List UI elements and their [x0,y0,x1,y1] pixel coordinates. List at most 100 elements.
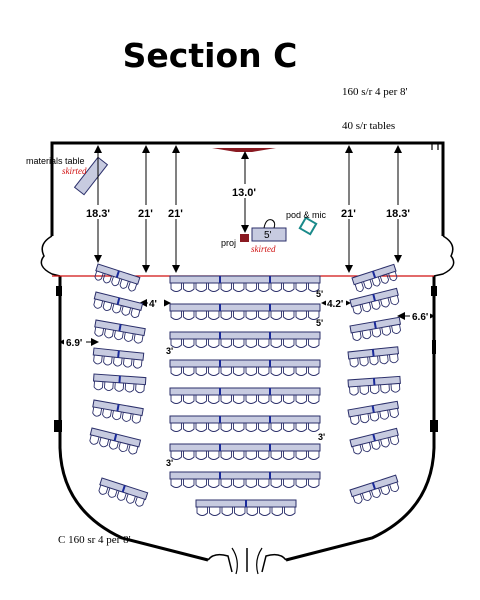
center-table-row [169,443,321,460]
chair [258,423,270,432]
dim-row-gap-b: 5' [316,318,323,328]
projector-label: proj [221,238,236,248]
chair [308,283,320,292]
chair [363,279,373,290]
table-seam [372,433,376,442]
table [169,275,321,284]
chair [195,283,207,292]
chair [245,339,257,348]
chair [208,479,220,488]
chair [258,479,270,488]
table-seam [371,405,375,413]
chair [370,439,381,450]
table [169,359,321,368]
chair [283,339,295,348]
chair [391,324,401,334]
chair [371,276,381,287]
center-table-row [169,359,321,376]
chair [195,479,207,488]
chair [380,384,390,394]
stage-table-handle [263,219,276,229]
chair [258,395,270,404]
chair [283,479,295,488]
tables-note: 40 s/r tables [342,120,396,132]
chair [379,273,390,284]
chair [245,395,257,404]
chair [295,367,307,376]
right-table-row [349,316,402,341]
chair [369,355,379,366]
chair [104,381,114,391]
chair [107,487,118,498]
chair [135,383,145,394]
center-table-row [169,275,321,292]
chair [208,311,220,320]
chair [131,413,142,424]
chair [349,357,359,368]
chair [361,302,372,313]
chair [245,451,257,460]
chair [233,423,245,432]
chair [183,339,195,348]
chair [93,381,104,391]
chair [209,507,221,516]
dim-left-side: 6.9' [66,338,82,349]
chair [259,507,271,516]
chair [170,423,182,432]
right-table-row [349,474,400,504]
tables-layer [89,263,402,516]
chair [270,395,282,404]
chair [389,481,400,492]
left-table-row [94,319,146,344]
chair [245,283,257,292]
chair [111,410,122,421]
table-seam [371,270,377,279]
chair [308,311,320,320]
center-table-row [169,331,321,348]
chair [93,298,104,309]
center-table-row [169,303,321,320]
chair [208,283,220,292]
chair [233,395,245,404]
table [169,331,321,340]
chair [170,395,182,404]
wall-posts [54,286,438,432]
chair [308,339,320,348]
podium [298,216,318,236]
table-seam [117,350,120,358]
chair [121,412,132,422]
dim-row-gap-d: 3' [318,432,325,442]
chair [233,311,245,320]
chair [103,356,113,366]
chair [183,423,195,432]
seating-note: 160 s/r 4 per 8' [342,86,408,98]
chair [118,442,129,453]
chair [270,367,282,376]
dim-left-center: 21' [168,208,183,220]
chair [245,311,257,320]
chair [270,479,282,488]
chair [270,283,282,292]
chair [220,451,232,460]
dim-right-inner: 21' [341,208,356,220]
chair [220,423,232,432]
chair [389,435,400,446]
chair [270,423,282,432]
chair [295,311,307,320]
chair [92,406,103,417]
chair [369,411,380,422]
table [169,471,321,480]
chair [220,479,232,488]
stage-skirted-label: skirted [251,244,276,254]
chair [170,311,182,320]
chair [308,451,320,460]
table [169,387,321,396]
chair [359,356,369,367]
dim-left-inner: 21' [138,208,153,220]
chair [102,273,113,284]
chair [295,283,307,292]
chair [379,354,389,365]
chair [170,283,182,292]
materials-skirted-label: skirted [62,166,87,176]
right-table-row [349,287,400,315]
